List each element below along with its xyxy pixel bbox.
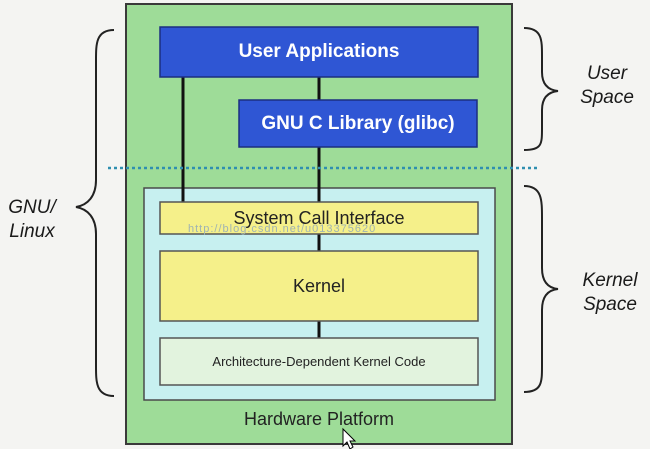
glibc-box — [238, 99, 478, 148]
hardware-platform-label: Hardware Platform — [243, 408, 395, 429]
kernel-space-brace — [523, 185, 559, 393]
kernel-label: Kernel — [292, 275, 346, 296]
kernel-box — [159, 250, 479, 322]
user-applications-box — [159, 26, 479, 78]
glibc-label: GNU C Library (glibc) — [261, 112, 455, 134]
system-call-interface-box — [159, 201, 479, 235]
kernel-space-label: Kernel Space — [572, 269, 648, 317]
user-space-label: User Space — [572, 62, 642, 110]
user-space-label-line1: User — [586, 63, 628, 84]
arch-code-box — [159, 337, 479, 386]
user-applications-label: User Applications — [238, 41, 400, 62]
watermark-text: http://blog.csdn.net/u013375620 — [188, 223, 377, 235]
user-space-label-line2: Space — [580, 87, 634, 108]
gnu-linux-brace — [75, 29, 115, 397]
mouse-cursor-icon — [342, 427, 357, 449]
kernel-space-label-line2: Space — [583, 294, 637, 315]
gnu-linux-label-line2: Linux — [9, 221, 55, 242]
gnu-linux-label: GNU/ Linux — [2, 196, 62, 244]
user-space-brace — [523, 27, 559, 151]
kernel-space-label-line1: Kernel — [582, 270, 638, 291]
arch-code-label: Architecture-Dependent Kernel Code — [212, 354, 426, 369]
system-call-interface-label: System Call Interface — [233, 207, 405, 228]
gnu-linux-label-line1: GNU/ — [8, 197, 56, 218]
